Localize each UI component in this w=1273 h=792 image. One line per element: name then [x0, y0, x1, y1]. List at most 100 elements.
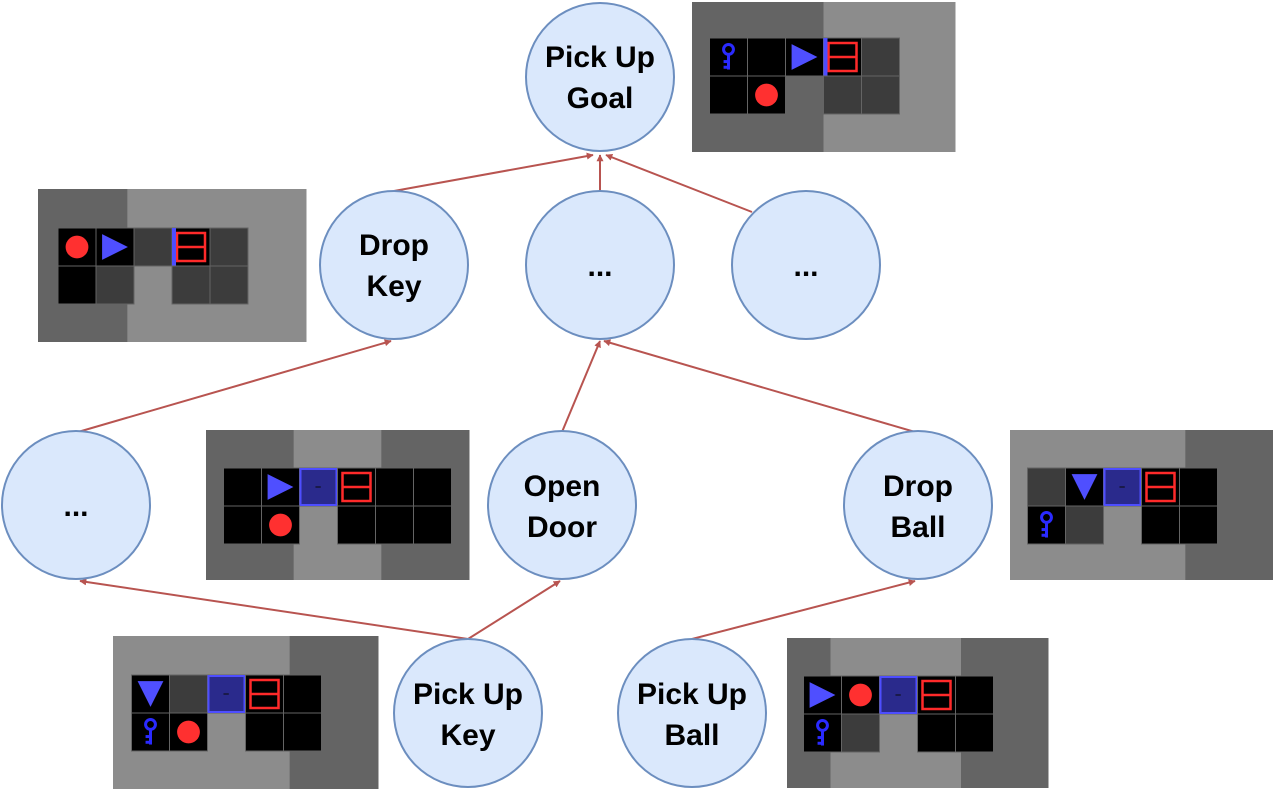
- edge-arrow: [561, 340, 601, 433]
- node-pick-up-ball: Pick Up Ball: [617, 638, 767, 788]
- grid-cell: [955, 675, 994, 715]
- state-background-band: [779, 2, 824, 152]
- grid-cell: [169, 674, 208, 714]
- node-label-line: Key: [440, 719, 495, 752]
- key-icon: [816, 718, 829, 746]
- node-circle: [487, 430, 637, 580]
- state-background-band: [261, 189, 307, 342]
- node-label-line: Key: [366, 270, 421, 303]
- node-circle: [319, 190, 469, 340]
- grid-cell: [413, 467, 452, 507]
- door-icon: [341, 471, 372, 503]
- node-circle: [1, 430, 151, 580]
- door-icon: [172, 228, 207, 266]
- node-label-line: Pick Up: [413, 678, 523, 711]
- blue-door-icon: [299, 468, 338, 506]
- edge-arrow: [79, 578, 469, 640]
- node-label-line: Door: [527, 511, 597, 544]
- grid-cell: [917, 713, 956, 753]
- agent-triangle: [267, 474, 294, 500]
- grid-cell: [1179, 505, 1218, 545]
- state-background-band: [1004, 638, 1049, 788]
- ball-icon: [65, 235, 89, 259]
- grid-cell: [413, 505, 452, 545]
- edge-arrow: [393, 152, 594, 192]
- grid-cell: [133, 227, 173, 267]
- grid-cell: [337, 505, 376, 545]
- node-label-line: Open: [524, 470, 601, 503]
- node-label-line: Pick Up: [637, 678, 747, 711]
- state-image-drop-key: [38, 189, 307, 342]
- agent-triangle: [102, 234, 128, 260]
- grid-cell: [209, 227, 249, 267]
- grid-cell: [375, 467, 414, 507]
- grid-cell: [245, 712, 284, 752]
- key-icon: [722, 42, 735, 70]
- door-icon: [823, 38, 858, 76]
- grid-cell: [1179, 467, 1218, 507]
- node-label-line: ...: [587, 250, 612, 283]
- node-drop-ball: Drop Ball: [843, 430, 993, 580]
- node-label-line: Ball: [664, 719, 719, 752]
- state-image-drop-ball: [1010, 430, 1273, 580]
- edge-arrow: [603, 339, 916, 433]
- blue-door-body: [879, 676, 918, 714]
- grid-cell: [861, 75, 900, 115]
- edge-arrow: [605, 154, 753, 213]
- agent-triangle: [1071, 474, 1098, 500]
- edges-layer: [77, 152, 916, 640]
- ball-icon: [755, 83, 778, 107]
- door-icon: [921, 679, 952, 711]
- grid-cell: [375, 505, 414, 545]
- grid-cell: [223, 467, 262, 507]
- node-label-line: ...: [793, 250, 818, 283]
- grid-cell: [1065, 505, 1104, 545]
- node-label-line: Drop: [359, 229, 429, 262]
- node-drop-key: Drop Key: [319, 190, 469, 340]
- node-label-line: ...: [63, 490, 88, 523]
- node-circle: [525, 190, 675, 340]
- grid-cell: [747, 37, 786, 77]
- node-label-line: Ball: [890, 511, 945, 544]
- grid-cell: [57, 265, 97, 305]
- door-icon: [1145, 471, 1176, 503]
- grid-cell: [709, 75, 748, 115]
- grid-cell: [1141, 505, 1180, 545]
- grid-cell: [209, 265, 249, 305]
- edge-arrow: [77, 339, 392, 433]
- agent-triangle: [137, 681, 164, 707]
- node-pick-up-goal: Pick Up Goal: [525, 2, 675, 152]
- key-icon: [144, 717, 157, 745]
- state-image-pick-up-ball: [787, 638, 1049, 788]
- ball-icon: [177, 720, 200, 744]
- grid-cell: [223, 505, 262, 545]
- state-image-open-door: [206, 430, 470, 580]
- grid-cell: [261, 505, 300, 545]
- edge-arrow: [467, 580, 561, 640]
- node-dots-right: ...: [731, 190, 881, 340]
- node-label-line: Pick Up: [545, 41, 655, 74]
- nodes-layer: Pick Up Goal Drop Key ... ... ... Open D…: [1, 2, 993, 788]
- state-image-pick-up-key: [113, 636, 379, 789]
- state-background-band: [1229, 430, 1273, 580]
- node-label-line: Drop: [883, 470, 953, 503]
- ball-icon: [269, 513, 292, 537]
- state-images-layer: [38, 2, 1273, 789]
- grid-cell: [171, 265, 211, 305]
- node-circle: [843, 430, 993, 580]
- node-dots-mid: ...: [525, 190, 675, 340]
- agent-triangle: [809, 682, 836, 708]
- grid-cell: [283, 674, 322, 714]
- grid-cell: [823, 75, 862, 115]
- node-circle: [731, 190, 881, 340]
- node-open-door: Open Door: [487, 430, 637, 580]
- grid-cell: [955, 713, 994, 753]
- grid-cell: [1027, 467, 1066, 507]
- node-circle: [617, 638, 767, 788]
- node-circle: [525, 2, 675, 152]
- key-icon: [1040, 510, 1053, 538]
- grid-cell: [841, 713, 880, 753]
- node-label-line: Goal: [567, 82, 634, 115]
- state-background-band: [911, 2, 956, 152]
